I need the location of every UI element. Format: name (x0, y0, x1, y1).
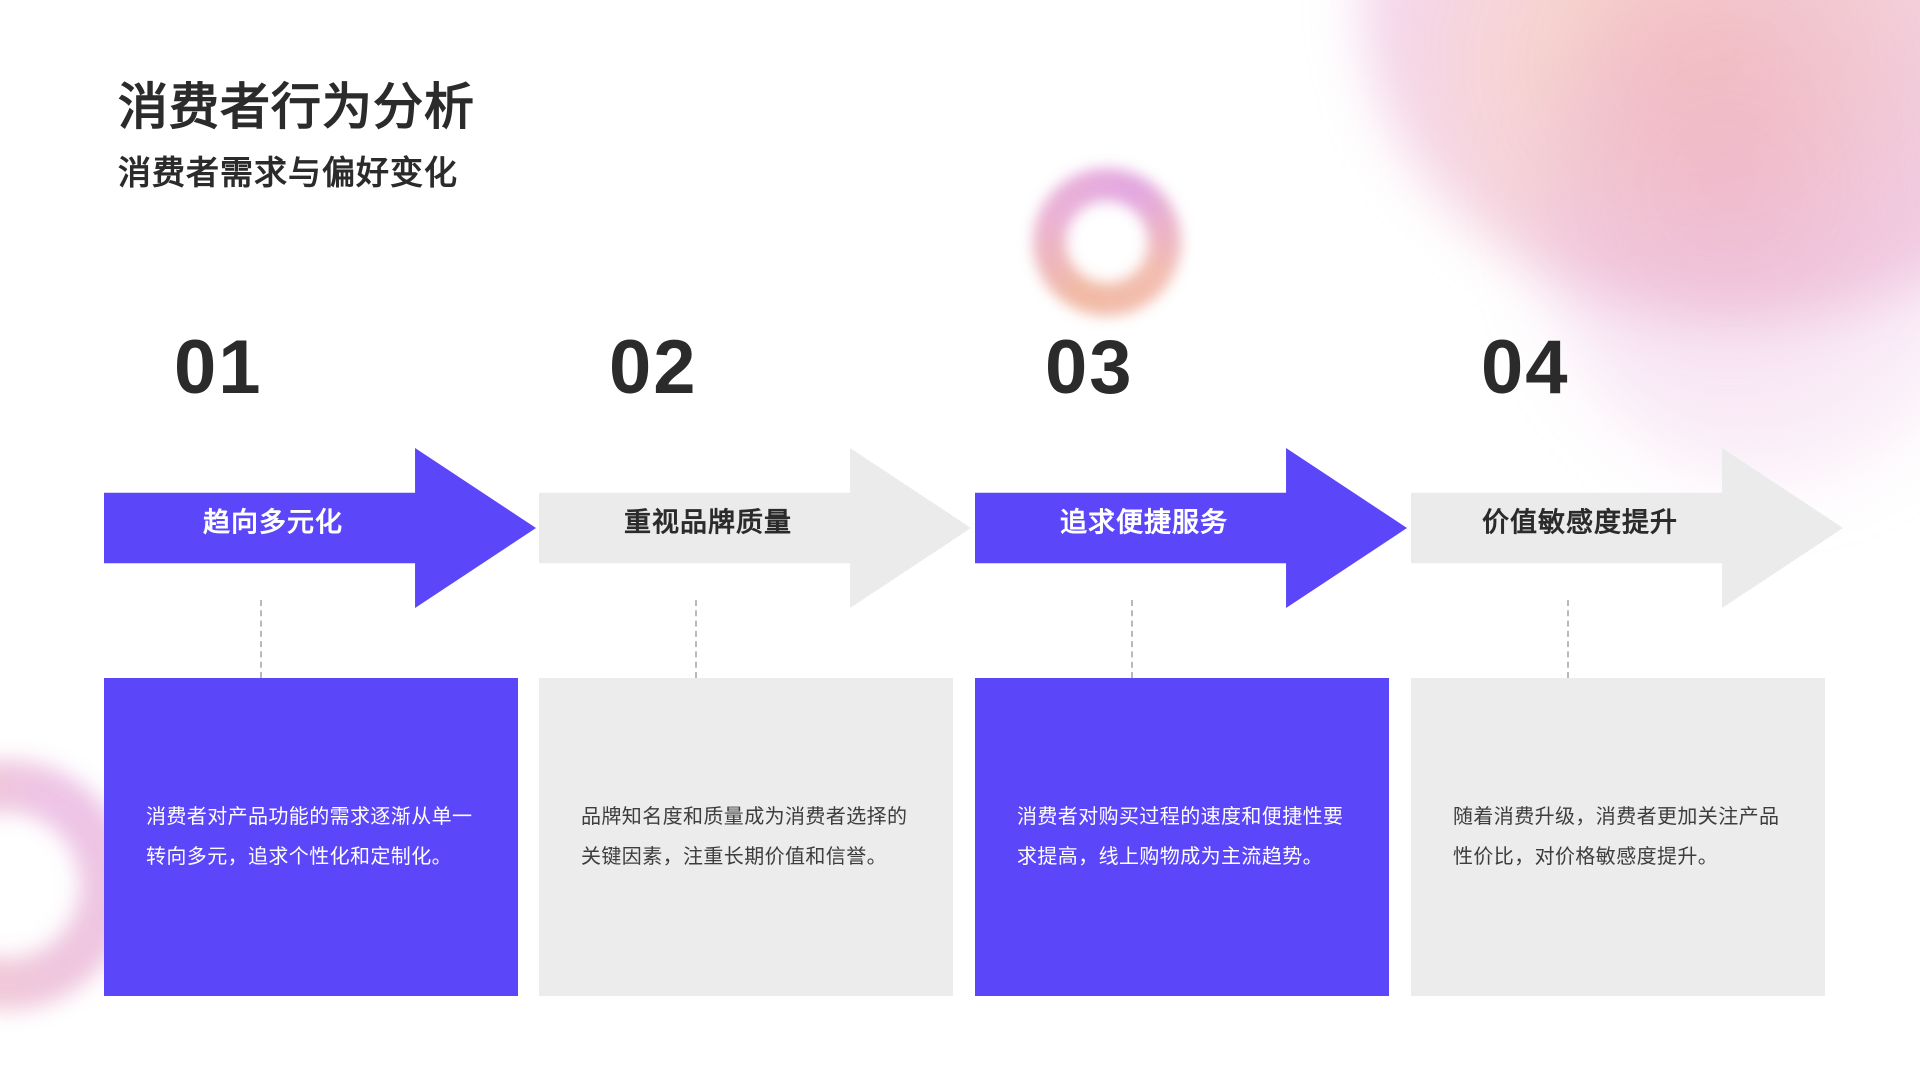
step-number: 04 (1481, 325, 1570, 410)
step-description-text: 品牌知名度和质量成为消费者选择的关键因素，注重长期价值和信誉。 (581, 806, 908, 868)
step-description-text: 消费者对购买过程的速度和便捷性要求提高，线上购物成为主流趋势。 (1017, 806, 1344, 868)
step-arrow[interactable]: 追求便捷服务 (975, 448, 1407, 608)
step-description-text: 随着消费升级，消费者更加关注产品性价比，对价格敏感度提升。 (1453, 806, 1780, 868)
process-step-04: 04 价值敏感度提升 随着消费升级，消费者更加关注产品性价比，对价格敏感度提升。 (1411, 0, 1843, 1080)
step-arrow[interactable]: 趋向多元化 (104, 448, 536, 608)
step-description-card: 随着消费升级，消费者更加关注产品性价比，对价格敏感度提升。 (1411, 678, 1825, 996)
page-title: 消费者行为分析 (118, 79, 475, 135)
step-connector (1131, 600, 1133, 678)
slide-header: 消费者行为分析 消费者需求与偏好变化 (118, 78, 475, 193)
page-subtitle: 消费者需求与偏好变化 (118, 154, 458, 191)
process-step-03: 03 追求便捷服务 消费者对购买过程的速度和便捷性要求提高，线上购物成为主流趋势… (975, 0, 1407, 1080)
process-step-01: 01 趋向多元化 消费者对产品功能的需求逐渐从单一转向多元，追求个性化和定制化。 (104, 0, 536, 1080)
step-connector (1567, 600, 1569, 678)
step-label: 价值敏感度提升 (1482, 507, 1678, 538)
step-number: 01 (174, 325, 263, 410)
step-description-card: 消费者对产品功能的需求逐渐从单一转向多元，追求个性化和定制化。 (104, 678, 518, 996)
step-number: 02 (609, 325, 698, 410)
step-description-card: 品牌知名度和质量成为消费者选择的关键因素，注重长期价值和信誉。 (539, 678, 953, 996)
step-arrow[interactable]: 重视品牌质量 (539, 448, 971, 608)
step-label: 重视品牌质量 (624, 507, 792, 538)
step-description-text: 消费者对产品功能的需求逐渐从单一转向多元，追求个性化和定制化。 (146, 806, 473, 868)
step-description-card: 消费者对购买过程的速度和便捷性要求提高，线上购物成为主流趋势。 (975, 678, 1389, 996)
step-label: 追求便捷服务 (1060, 507, 1228, 538)
step-arrow[interactable]: 价值敏感度提升 (1411, 448, 1843, 608)
step-connector (695, 600, 697, 678)
step-connector (260, 600, 262, 678)
process-step-02: 02 重视品牌质量 品牌知名度和质量成为消费者选择的关键因素，注重长期价值和信誉… (539, 0, 971, 1080)
step-number: 03 (1045, 325, 1134, 410)
step-label: 趋向多元化 (203, 507, 343, 538)
